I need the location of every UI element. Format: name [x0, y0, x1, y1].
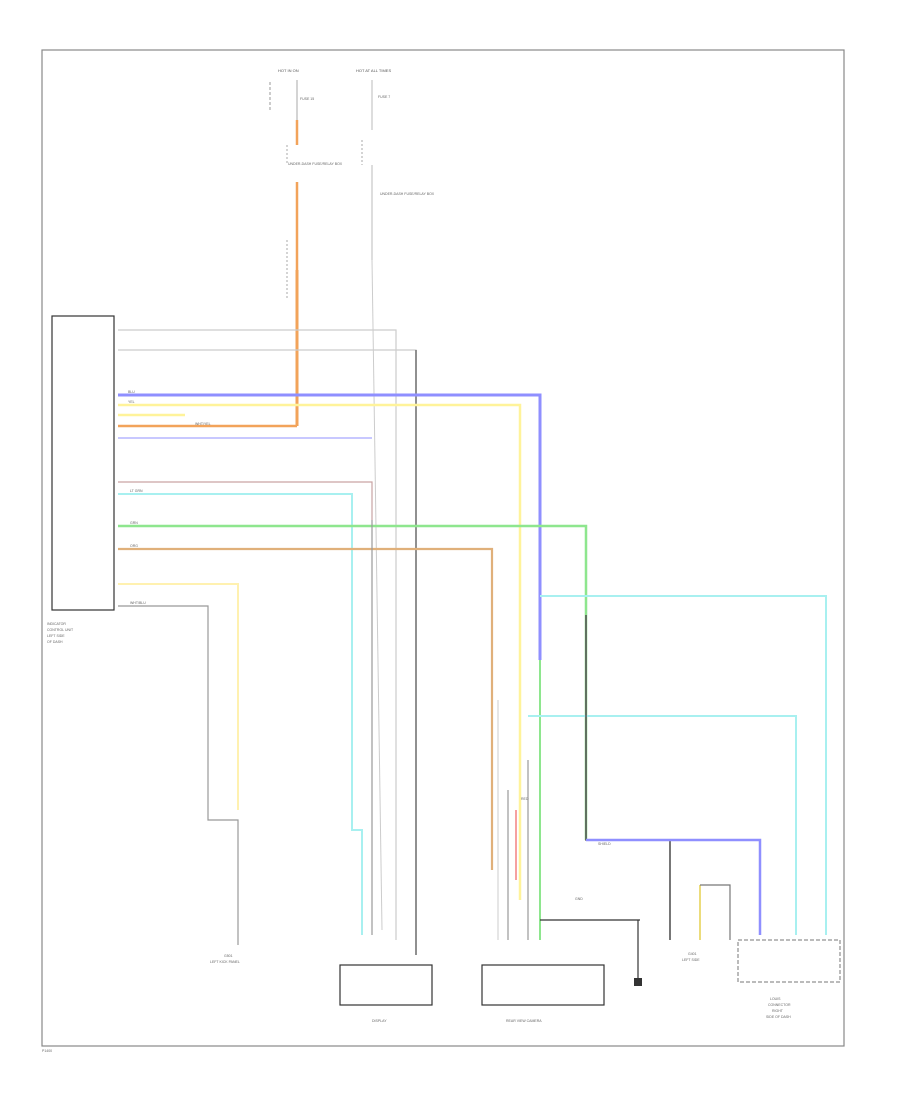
connector-right-label-1: LOUIS [770, 997, 781, 1001]
fuse-area-right: HOT AT ALL TIMES FUSE 7 UNDER-DASH FUSE/… [356, 68, 435, 260]
control-unit-label-3: LEFT SIDE [47, 634, 65, 638]
connector-right: LOUIS CONNECTOR RIGHT SIDE OF DASH [737, 939, 841, 1019]
display-label: DISPLAY [372, 1019, 387, 1023]
wire-label-wht-blu: WHT/BLU [130, 601, 146, 605]
control-unit-label-2: CONTROL UNIT [47, 628, 74, 632]
wire-label-org: ORG [130, 544, 138, 548]
fuse-left-label: FUSE 15 [300, 97, 314, 101]
display: DISPLAY [339, 964, 433, 1023]
ground-right: G401 LEFT SIDE [682, 952, 700, 962]
fuse-right-label: FUSE 7 [378, 95, 390, 99]
wire-label-shield: SHIELD [598, 842, 611, 846]
junction-1-label: UNDER-DASH FUSE/RELAY BOX [288, 162, 343, 166]
diagram-frame [41, 49, 845, 1047]
wire-label-wht-yel: WHT/YEL [195, 422, 211, 426]
wire-label-yel: YEL [128, 400, 135, 404]
junction-2-label: UNDER-DASH FUSE/RELAY BOX [380, 192, 435, 196]
wire-label-gnd: GND [575, 897, 583, 901]
fuse-area-left: HOT IN ON FUSE 15 UNDER-DASH FUSE/RELAY … [269, 68, 343, 300]
rear-camera-label: REAR VIEW CAMERA [506, 1019, 542, 1023]
wire-label-ltgrn: LT GRN [130, 489, 143, 493]
ground-right-label-1: G401 [688, 952, 697, 956]
fuse-block-left-label: HOT IN ON [278, 68, 299, 73]
control-unit-label-1: INDICATOR [47, 622, 66, 626]
connector-right-box [737, 939, 841, 983]
wire-label-blu: BLU [128, 390, 135, 394]
connector-right-label-4: SIDE OF DASH [766, 1015, 791, 1019]
rear-camera: REAR VIEW CAMERA [481, 964, 605, 1023]
rear-camera-box [481, 964, 605, 1006]
display-box [339, 964, 433, 1006]
wire-label-red: RED [521, 797, 529, 801]
control-unit-label-4: OF DASH [47, 640, 63, 644]
fuse-block-right-label: HOT AT ALL TIMES [356, 68, 391, 73]
ground-left-label-2: LEFT KICK PANEL [210, 960, 240, 964]
control-unit-box [51, 315, 115, 611]
connector-right-label-3: RIGHT [772, 1009, 784, 1013]
footer-note: P1400 [42, 1049, 52, 1053]
ground-right-label-2: LEFT SIDE [682, 958, 700, 962]
ground-left-label-1: G501 [224, 954, 233, 958]
wire-label-grn: GRN [130, 521, 138, 525]
control-unit: INDICATOR CONTROL UNIT LEFT SIDE OF DASH [47, 315, 115, 644]
connector-right-label-2: CONNECTOR [768, 1003, 791, 1007]
